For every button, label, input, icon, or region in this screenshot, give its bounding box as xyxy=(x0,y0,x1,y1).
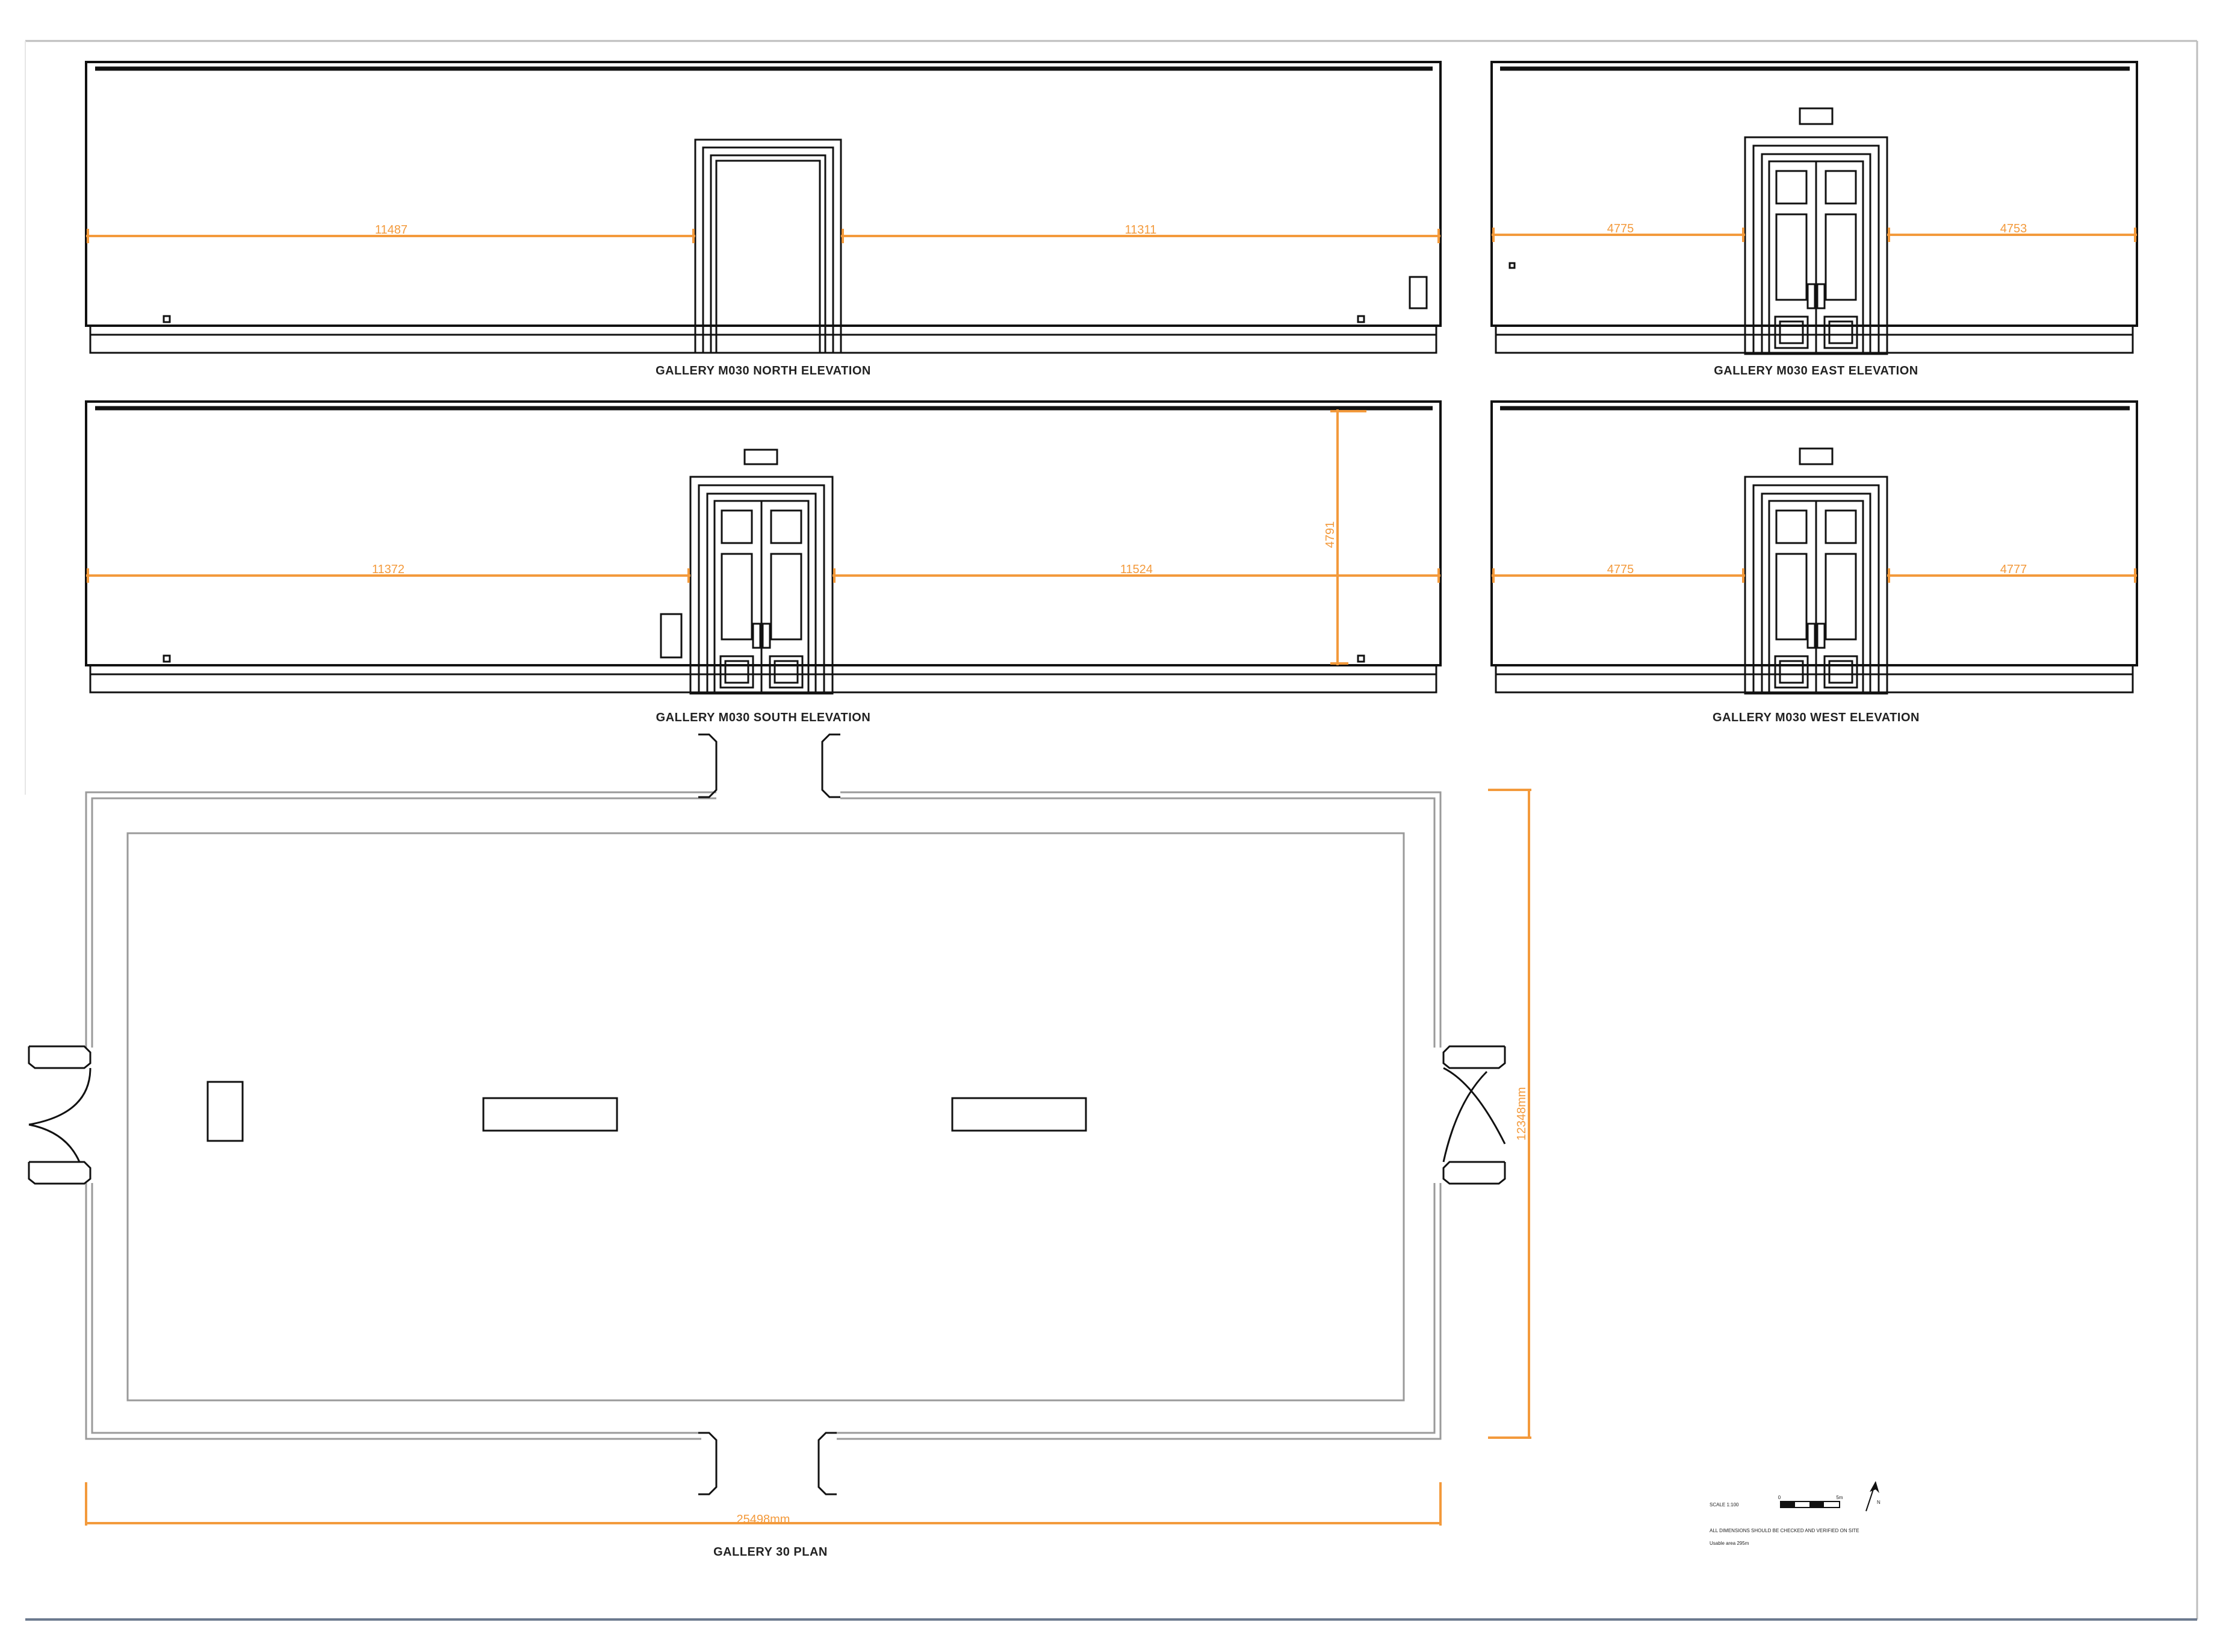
gallery-plan: 25498mm 12348mm GALLERY 30 PLAN xyxy=(28,733,1531,1559)
south-dim-left-label: 11372 xyxy=(372,563,405,576)
south-elevation-caption: GALLERY M030 SOUTH ELEVATION xyxy=(656,711,871,724)
north-elevation-caption: GALLERY M030 NORTH ELEVATION xyxy=(656,364,871,377)
north-dimension-left: 11487 xyxy=(86,223,695,243)
south-dim-right-label: 11524 xyxy=(1120,563,1153,576)
north-dim-left-label: 11487 xyxy=(375,223,408,237)
plan-dimension-width: 25498mm xyxy=(85,1482,1442,1526)
plan-plinth-small xyxy=(206,1081,244,1142)
plan-dim-height-label: 12348mm xyxy=(1515,1087,1528,1141)
east-elevation-caption: GALLERY M030 EAST ELEVATION xyxy=(1714,364,1918,377)
north-dim-right-label: 11311 xyxy=(1125,223,1157,237)
south-dimension-right: 11524 xyxy=(832,563,1440,583)
plan-dim-width-label: 25498mm xyxy=(737,1513,790,1526)
plan-dimension-height: 12348mm xyxy=(1488,789,1531,1439)
south-dimension-left: 11372 xyxy=(86,563,690,583)
usable-area-note: Usable area 295m xyxy=(1710,1541,1749,1546)
west-dim-right-label: 4777 xyxy=(2000,563,2027,576)
east-dim-right-label: 4753 xyxy=(2000,222,2027,235)
north-elevation: 11487 11311 GALLERY M030 NORTH ELEVATION xyxy=(85,61,1442,377)
verify-note: ALL DIMENSIONS SHOULD BE CHECKED AND VER… xyxy=(1710,1528,1859,1533)
north-arrow-icon: N xyxy=(1865,1481,1880,1512)
west-dimension-left: 4775 xyxy=(1492,563,1745,583)
east-dimension-right: 4753 xyxy=(1887,222,2137,242)
south-dim-height-label: 4791 xyxy=(1324,521,1337,548)
plan-plinth-right xyxy=(951,1097,1087,1132)
west-dim-left-label: 4775 xyxy=(1607,563,1634,576)
scalebar-end-label: 5m xyxy=(1836,1495,1843,1500)
east-dim-left-label: 4775 xyxy=(1607,222,1634,235)
east-dimension-left: 4775 xyxy=(1492,222,1745,242)
scalebar-start-label: 0 xyxy=(1778,1495,1781,1500)
west-elevation: 4775 4777 GALLERY M030 WEST ELEVATION xyxy=(1490,400,2138,724)
west-dimension-right: 4777 xyxy=(1887,563,2137,583)
page-frame xyxy=(25,40,2198,1621)
east-elevation: 4775 4753 GALLERY M030 EAST ELEVATION xyxy=(1490,61,2138,377)
svg-text:N: N xyxy=(1877,1500,1880,1505)
scale-label: SCALE 1:100 xyxy=(1710,1502,1739,1508)
plan-caption: GALLERY 30 PLAN xyxy=(713,1545,828,1559)
south-dimension-height: 4791 xyxy=(1324,409,1366,665)
scale-legend: SCALE 1:100 0 5m N ALL DIMENSIONS SHOULD… xyxy=(1710,1481,1880,1546)
scale-bar: 0 5m xyxy=(1778,1495,1843,1508)
west-elevation-caption: GALLERY M030 WEST ELEVATION xyxy=(1713,711,1920,724)
north-dimension-right: 11311 xyxy=(841,223,1440,243)
south-elevation: 11372 11524 4791 GALLERY M030 SOUTH ELEV… xyxy=(85,400,1442,724)
plan-plinth-left xyxy=(482,1097,618,1132)
